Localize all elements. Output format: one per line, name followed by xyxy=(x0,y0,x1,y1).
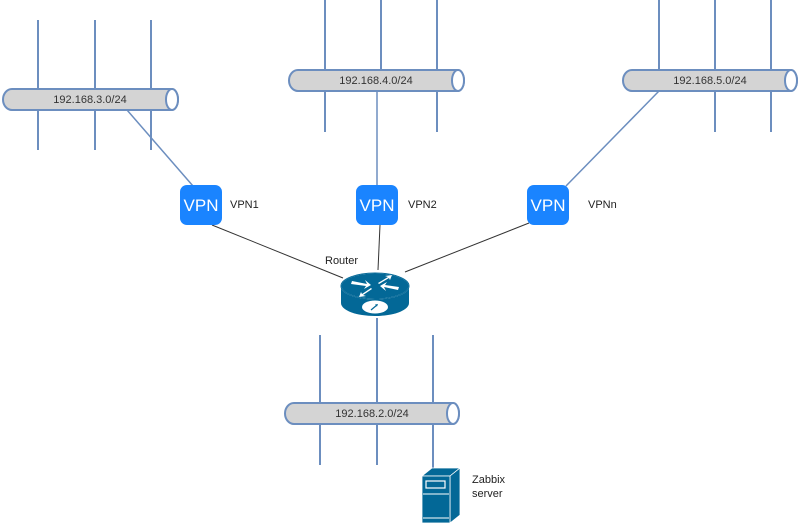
server-label-line1: Zabbix xyxy=(472,474,506,486)
vpn-icon-text: VPN xyxy=(184,196,219,215)
link-net3-vpn1 xyxy=(126,109,194,187)
vpn-icon xyxy=(180,185,222,225)
vpn-icon xyxy=(356,185,398,225)
bus-pipe-end xyxy=(451,69,465,92)
server-label-line2: server xyxy=(472,488,503,500)
router-node[interactable]: Router xyxy=(325,255,410,316)
server-icon xyxy=(420,467,462,524)
link-vpnn-router xyxy=(404,222,530,273)
vpn-label: VPN1 xyxy=(230,199,259,211)
network-label: 192.168.4.0/24 xyxy=(339,75,412,87)
network-bus-192-168-4: 192.168.4.0/24 xyxy=(288,0,465,132)
network-bus-192-168-3: 192.168.3.0/24 xyxy=(2,20,179,150)
router-label: Router xyxy=(325,255,358,267)
link-net5-vpnn xyxy=(565,90,660,187)
bus-pipe-end xyxy=(165,88,179,111)
network-bus-192-168-2: 192.168.2.0/24 xyxy=(284,318,460,470)
link-vpn1-router xyxy=(211,224,344,279)
vpn-icon-text: VPN xyxy=(531,196,566,215)
zabbix-server-node[interactable]: Zabbix server xyxy=(420,467,506,524)
network-label: 192.168.5.0/24 xyxy=(673,75,746,87)
network-bus-192-168-5: 192.168.5.0/24 xyxy=(622,0,798,132)
link-vpn2-router xyxy=(377,224,381,271)
vpn-node-vpn2[interactable]: VPN VPN2 xyxy=(356,185,437,225)
bus-pipe-end xyxy=(446,402,460,425)
bus-pipe-end xyxy=(784,69,798,92)
vpn-label: VPNn xyxy=(588,199,617,211)
vpn-node-vpn1[interactable]: VPN VPN1 xyxy=(180,185,259,225)
network-label: 192.168.2.0/24 xyxy=(335,408,408,420)
vpn-label: VPN2 xyxy=(408,199,437,211)
router-icon xyxy=(340,272,410,316)
vpn-node-vpnn[interactable]: VPN VPNn xyxy=(527,185,617,225)
vpn-icon-text: VPN xyxy=(360,196,395,215)
network-label: 192.168.3.0/24 xyxy=(53,94,126,106)
vpn-icon xyxy=(527,185,569,225)
